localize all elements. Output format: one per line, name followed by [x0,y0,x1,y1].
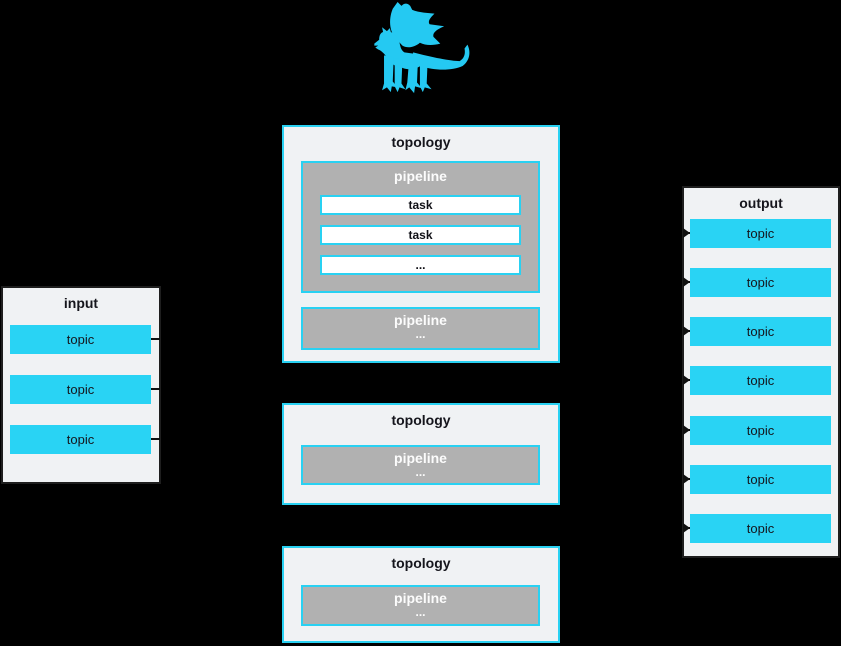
topic-label: topic [746,423,775,438]
topic-label: topic [746,373,775,388]
topology-title: topology [391,555,451,571]
topology-title: topology [391,134,451,150]
pipeline-box-more: pipeline ... [301,307,540,350]
output-topic: topic [683,268,831,297]
topology-title: topology [391,412,451,428]
task-box: task [320,225,521,245]
dragon-logo-icon [374,1,470,94]
output-topic: topic [683,465,831,494]
topic-label: topic [746,324,775,339]
task-box: task [320,195,521,215]
arrow-head-icon [683,523,690,533]
input-title: input [63,295,99,311]
pipeline-ellipsis: ... [415,465,426,479]
arrow-head-icon [683,277,690,287]
dragon-leg [419,59,432,93]
pipeline-title: pipeline [394,590,447,606]
topic-label: topic [746,226,775,241]
output-topic: topic [683,219,831,248]
dragon-leg [405,58,422,94]
output-panel: output topic topic topic topic topic top… [682,186,840,558]
topic-label: topic [746,275,775,290]
connector-line [151,388,160,390]
output-title: output [739,195,783,211]
dragon-wing [390,1,445,48]
input-topic: topic [10,325,160,354]
arrow-head-icon [683,375,690,385]
output-topic: topic [683,416,831,445]
pipeline-ellipsis: ... [415,605,426,619]
input-panel: input topic topic topic [1,286,161,484]
output-topic: topic [683,366,831,395]
arrow-head-icon [683,425,690,435]
connector-line [151,338,160,340]
pipeline-ellipsis: ... [415,327,426,341]
topology-panel: topology pipeline ... [282,403,560,505]
input-topic: topic [10,375,160,404]
pipeline-title: pipeline [394,168,447,184]
pipeline-box-more: pipeline ... [301,445,540,485]
arrow-head-icon [683,326,690,336]
output-topic: topic [683,514,831,543]
connector-line [151,438,160,440]
arrow-head-icon [683,474,690,484]
arrow-head-icon [683,228,690,238]
topic-label: topic [66,332,95,347]
topic-label: topic [746,521,775,536]
topic-label: topic [66,432,95,447]
dragon-leg [382,55,398,93]
pipeline-title: pipeline [394,450,447,466]
topology-panel: topology pipeline ... [282,546,560,643]
dragon-leg [394,58,406,93]
topic-label: topic [66,382,95,397]
input-topic: topic [10,425,160,454]
topic-label: topic [746,472,775,487]
task-box-more: ... [320,255,521,275]
pipeline-box-more: pipeline ... [301,585,540,626]
pipeline-title: pipeline [394,312,447,328]
output-topic: topic [683,317,831,346]
topology-panel: topology pipeline task task ... pipeline… [282,125,560,363]
pipeline-box: pipeline task task ... [301,161,540,293]
